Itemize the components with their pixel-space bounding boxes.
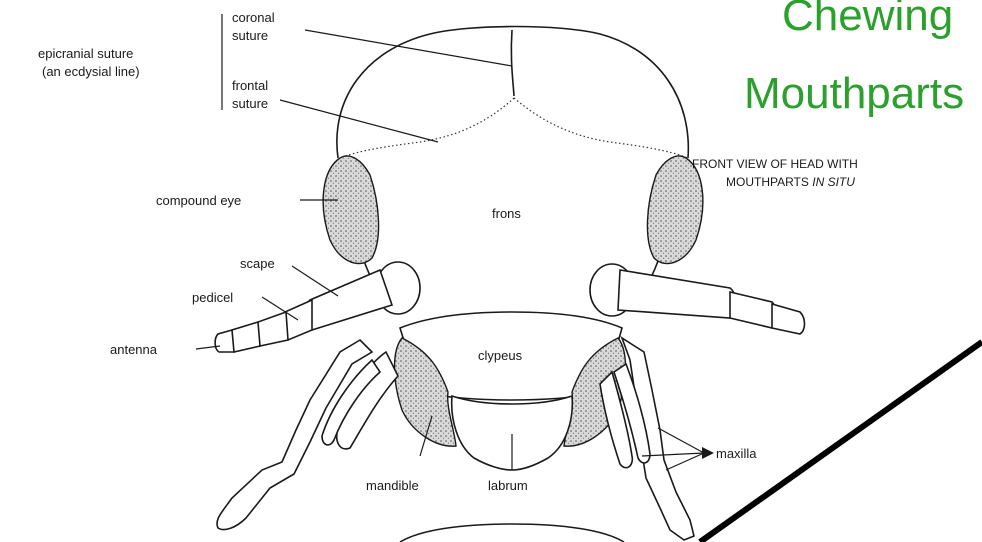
flagellum-left-3 (215, 330, 234, 352)
compound-eye-left (323, 156, 378, 264)
flagellum-right-2 (772, 304, 805, 334)
label-pedicel: pedicel (192, 290, 233, 305)
label-mandible: mandible (366, 478, 419, 493)
label-frons: frons (492, 206, 521, 221)
flagellum-right-1 (730, 292, 777, 328)
leader-maxilla-1 (658, 428, 704, 453)
subtitle-line2: MOUTHPARTS IN SITU (726, 175, 855, 189)
head-capsule (337, 27, 688, 159)
maxilla-left (217, 340, 398, 530)
leader-scape (292, 266, 338, 296)
label-antenna: antenna (110, 342, 158, 357)
scape-right (618, 270, 736, 318)
coronal-suture (511, 30, 514, 96)
frontal-suture-right (514, 98, 688, 158)
compound-eye-right (647, 156, 702, 264)
title-line1: Chewing (782, 0, 953, 40)
antenna-right (590, 264, 805, 334)
label-labrum: labrum (488, 478, 528, 493)
leader-maxilla-3 (666, 453, 704, 470)
scape-left (306, 270, 392, 330)
label-epicranial-line2: (an ecdysial line) (42, 64, 140, 79)
leader-frontal (280, 100, 438, 142)
title-line2: Mouthparts (744, 69, 964, 118)
leader-coronal (305, 30, 512, 66)
labium-outline (400, 524, 624, 542)
frontal-suture (340, 98, 514, 158)
label-compound-eye: compound eye (156, 193, 241, 208)
antenna-left (215, 262, 420, 352)
label-clypeus: clypeus (478, 348, 523, 363)
subtitle-line2-prefix: MOUTHPARTS (726, 175, 809, 189)
label-frontal-suture-line2: suture (232, 96, 268, 111)
label-maxilla: maxilla (716, 446, 757, 461)
maxilla-arrowhead (702, 447, 714, 459)
label-scape: scape (240, 256, 275, 271)
label-frontal-suture-line1: frontal (232, 78, 268, 93)
label-coronal-suture-line1: coronal (232, 10, 275, 25)
label-epicranial-line1: epicranial suture (38, 46, 133, 61)
label-coronal-suture-line2: suture (232, 28, 268, 43)
subtitle-line2-italic: IN SITU (812, 175, 855, 189)
subtitle-line1: FRONT VIEW OF HEAD WITH (692, 157, 858, 171)
diagonal-divider (700, 342, 982, 542)
